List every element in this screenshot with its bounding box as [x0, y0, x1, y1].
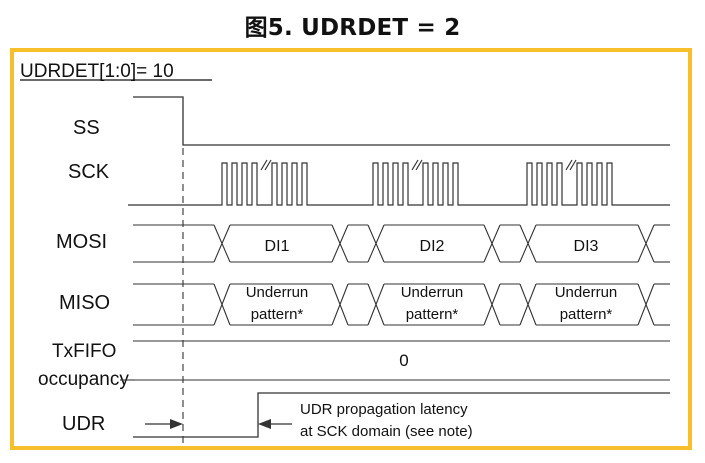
miso-transition [221, 283, 231, 326]
mosi-transition [367, 224, 377, 263]
miso-label: MISO [59, 292, 110, 314]
mosi-frame-3-label: DI3 [574, 238, 599, 255]
udr-label: UDR [62, 413, 105, 435]
occupancy-label: occupancy [38, 369, 129, 390]
udr-left-arrow-icon [170, 419, 183, 429]
mosi-frame-1-label: DI1 [265, 238, 290, 255]
sck-break-mark [264, 159, 272, 171]
sck-break-mark [569, 159, 577, 171]
miso-transition [367, 283, 377, 326]
mosi-transition [331, 224, 341, 263]
miso-transition [519, 283, 529, 326]
udr-latency-annotation-line2: at SCK domain (see note) [300, 423, 473, 440]
sck-break-mark [411, 159, 419, 171]
mosi-transition [519, 224, 529, 263]
mosi-transition [221, 224, 231, 263]
txfifo-value: 0 [399, 351, 408, 370]
mosi-frame-2-label: DI2 [420, 238, 445, 255]
udr-right-arrow-icon [258, 419, 271, 429]
miso-frame-1-line2: pattern* [251, 306, 304, 323]
figure-title: 图5. UDRDET = 2 [244, 15, 461, 41]
miso-transition [213, 283, 223, 326]
miso-transition [637, 283, 647, 326]
sck-break-mark [415, 159, 423, 171]
sck-waveform [128, 159, 670, 206]
udr-latency-annotation-line1: UDR propagation latency [300, 401, 468, 418]
mosi-transition [491, 224, 501, 263]
miso-frame-2-line1: Underrun [401, 284, 464, 301]
miso-frame-2-line2: pattern* [406, 306, 459, 323]
miso-transition [645, 283, 655, 326]
mosi-transition [339, 224, 349, 263]
ss-label: SS [73, 117, 100, 139]
mosi-transition [483, 224, 493, 263]
udrdet-setting-label: UDRDET[1:0]= 10 [20, 61, 174, 82]
sck-break-mark [565, 159, 573, 171]
miso-transition [491, 283, 501, 326]
miso-bus [133, 283, 670, 326]
mosi-transition [527, 224, 537, 263]
mosi-transition [645, 224, 655, 263]
mosi-label: MOSI [56, 231, 107, 253]
mosi-transition [637, 224, 647, 263]
miso-transition [339, 283, 349, 326]
ss-waveform [133, 96, 670, 146]
mosi-transition [375, 224, 385, 263]
miso-frame-3-line1: Underrun [555, 284, 618, 301]
udr-waveform [133, 392, 670, 438]
miso-frame-1-line1: Underrun [246, 284, 309, 301]
txfifo-label: TxFIFO [52, 341, 116, 362]
diagram-frame [10, 48, 692, 450]
sck-pulse-train [128, 162, 670, 206]
miso-frame-3-line2: pattern* [560, 306, 613, 323]
miso-transition [331, 283, 341, 326]
sck-break-mark [260, 159, 268, 171]
miso-transition [483, 283, 493, 326]
miso-transition [375, 283, 385, 326]
mosi-transition [213, 224, 223, 263]
miso-transition [527, 283, 537, 326]
mosi-bus [133, 224, 670, 263]
sck-label: SCK [68, 161, 110, 183]
